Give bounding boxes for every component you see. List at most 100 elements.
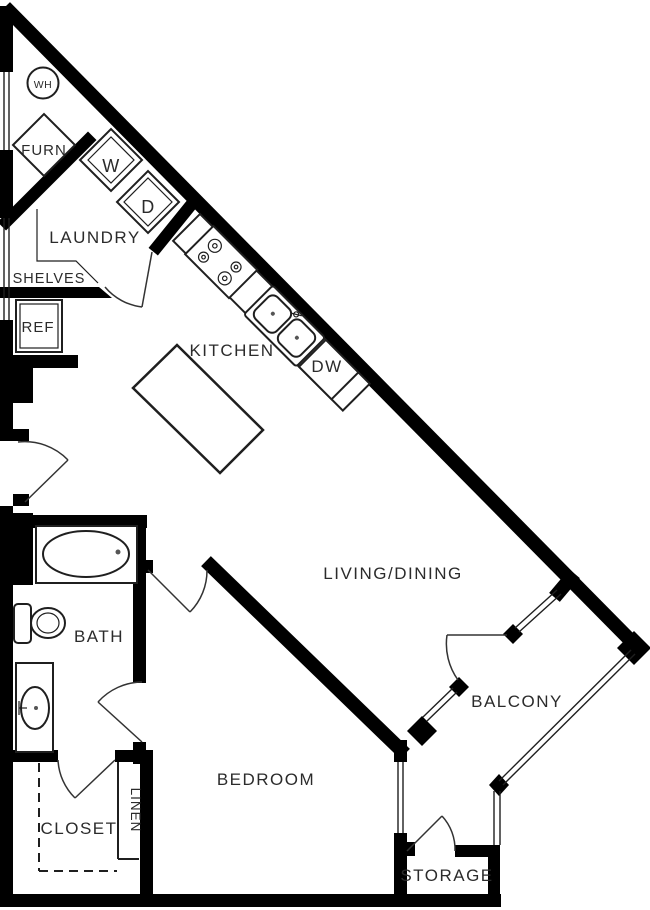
left-wall-segment	[0, 320, 13, 441]
sink-basin	[276, 318, 317, 358]
doors	[17, 251, 507, 852]
refrigerator-box	[15, 299, 63, 353]
dryer-label: D	[141, 197, 155, 217]
room-label-shelves: SHELVES	[13, 271, 86, 287]
burner-icon	[233, 264, 239, 270]
shelves-unit-outline	[36, 209, 99, 284]
balcony-window-lower	[426, 691, 458, 722]
room-label-bath: BATH	[74, 627, 124, 646]
balcony-window-upper	[514, 589, 558, 629]
sink-basin	[252, 294, 293, 334]
room-label-closet: CLOSET	[40, 819, 117, 838]
railing-diagonal	[502, 653, 636, 786]
bedroom-diagonal-wall	[201, 556, 410, 759]
furnace-label: FURN	[21, 142, 67, 159]
burner-icon	[207, 238, 222, 253]
balcony-window-upper	[518, 593, 562, 633]
dishwasher-label: DW	[311, 357, 342, 376]
bedroom-wall-corner-block	[407, 716, 437, 746]
washer-box	[78, 127, 144, 193]
left-wall-segment	[0, 6, 13, 72]
balcony-window-lower	[422, 687, 454, 718]
main-diagonal-wall	[0, 2, 643, 653]
balcony-post	[503, 624, 523, 644]
faucet-icon	[293, 311, 300, 318]
entry-door-leaf	[24, 459, 69, 503]
left-wall-segment	[0, 150, 13, 218]
room-label-laundry: LAUNDRY	[49, 228, 140, 247]
sink-unit	[244, 285, 325, 367]
furnace-closet-wall	[0, 131, 97, 231]
bedroom-door-leaf	[147, 569, 191, 613]
utility-fixtures	[11, 66, 181, 353]
railing-post	[489, 774, 509, 796]
tub-alcove-wall	[13, 513, 33, 585]
sink-drain-dot	[294, 335, 299, 340]
dishwasher-box	[297, 338, 360, 401]
shelves-wall	[0, 287, 112, 298]
diagonal-wall-end-block	[617, 631, 650, 665]
burner-icon	[221, 275, 228, 282]
balcony-door-arc	[445, 634, 459, 681]
storage-door-arc	[441, 815, 456, 852]
labels: WH FURN W D LAUNDRY SHELVES REF KITCHEN …	[13, 79, 563, 885]
refrigerator-box-inner	[19, 303, 59, 349]
balcony-partition-stub	[549, 569, 580, 602]
railing-diagonal	[498, 649, 632, 782]
bathtub-basin	[42, 530, 130, 578]
entry-door-arc	[17, 440, 69, 461]
balcony-railing	[493, 649, 636, 845]
closet-door-leaf	[74, 759, 116, 799]
burner-icon	[212, 243, 218, 249]
bath-door-leaf	[97, 701, 143, 743]
toilet-bowl-inner	[36, 612, 60, 634]
water-heater-circle	[26, 66, 60, 100]
burner-icon	[197, 251, 210, 263]
room-label-bedroom: BEDROOM	[217, 770, 315, 789]
storage-door-leaf	[406, 815, 443, 852]
interior-walls	[0, 131, 580, 907]
entry-door-jamb-bottom	[13, 494, 29, 506]
room-label-balcony: BALCONY	[471, 692, 563, 711]
balcony-post	[449, 677, 469, 697]
ref-nook-wall	[0, 355, 78, 368]
washer-box-inner	[87, 136, 135, 184]
laundry-door-arc	[104, 286, 143, 308]
water-heater-label: WH	[34, 79, 53, 91]
room-label-storage: STORAGE	[400, 866, 493, 885]
washer-label: W	[102, 156, 120, 176]
kitchen-divider-stub	[148, 196, 200, 256]
toilet-tank	[13, 603, 32, 644]
burner-icon	[217, 271, 232, 286]
ref-nook-pier	[13, 368, 33, 403]
furnace-diamond	[11, 112, 77, 178]
stove-cooktop	[183, 224, 259, 300]
closet-door-arc	[57, 759, 76, 799]
windows	[3, 72, 562, 833]
dryer-box	[115, 169, 181, 235]
room-label-living-dining: LIVING/DINING	[323, 564, 462, 583]
toilet-bowl	[30, 607, 66, 639]
burner-icon	[201, 254, 206, 260]
faucet-icon	[290, 312, 302, 317]
dryer-box-inner	[123, 177, 173, 227]
laundry-door-leaf	[141, 251, 153, 308]
kitchen-island	[131, 343, 265, 475]
bottom-wall	[0, 894, 501, 907]
kitchen-counter-group	[171, 212, 372, 412]
closet-bedroom-divider	[140, 750, 153, 907]
refrigerator-label: REF	[22, 319, 55, 336]
bedroom-right-wall-upper	[394, 740, 407, 762]
storage-right-wall	[488, 845, 500, 907]
bath-fixtures	[13, 525, 138, 753]
vanity-drain-dot	[34, 706, 38, 710]
room-label-kitchen: KITCHEN	[189, 341, 274, 360]
bathtub-drain-dot	[115, 549, 121, 555]
room-label-linen: LINEN	[128, 788, 143, 833]
left-wall-segment	[0, 506, 13, 907]
bath-top-wall	[8, 515, 147, 528]
entry-door-jamb-top	[13, 429, 29, 441]
